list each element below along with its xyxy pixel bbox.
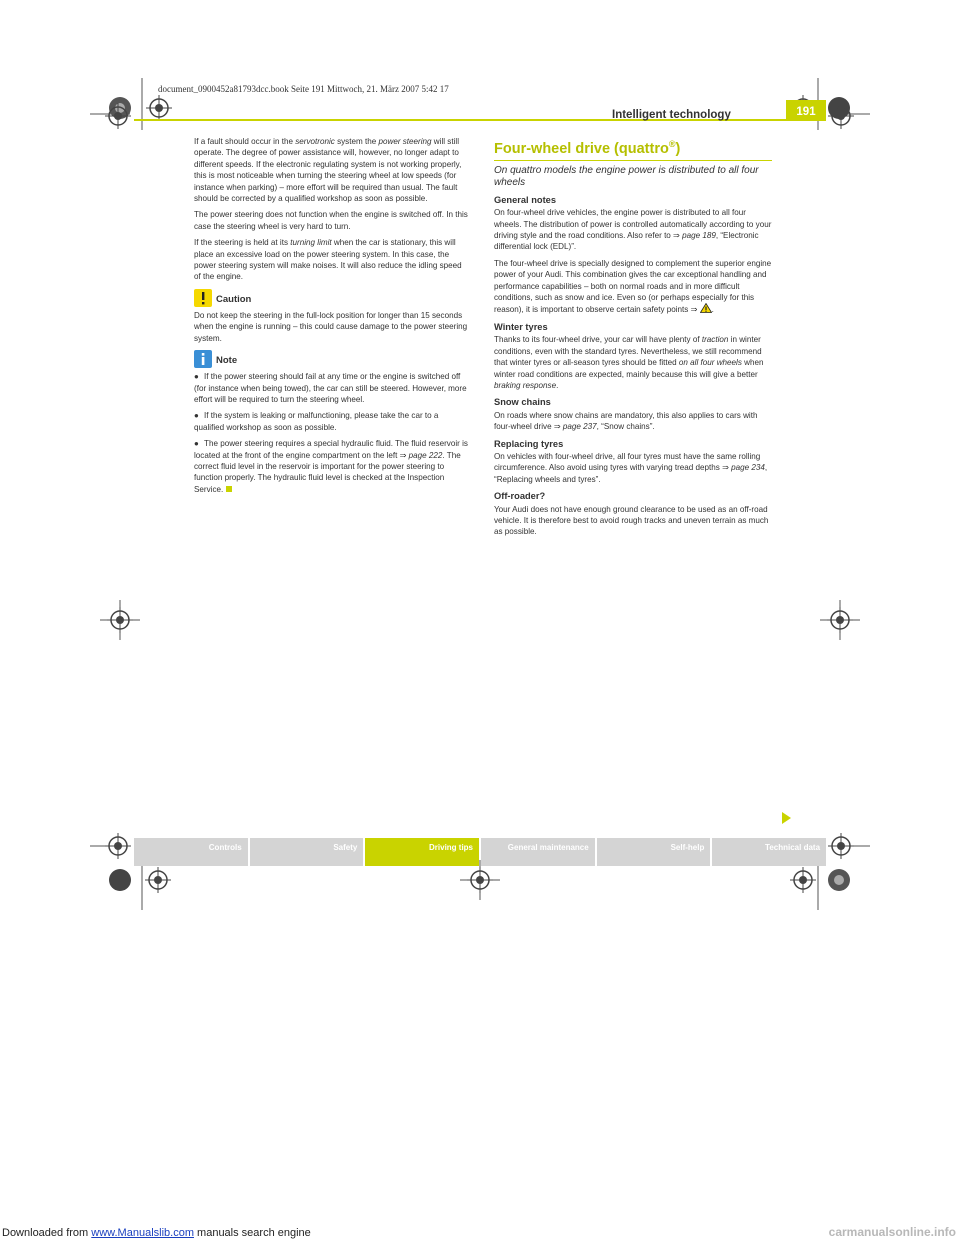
right-column: Four-wheel drive (quattro®) On quattro m… (494, 136, 772, 543)
crosshair-icon (146, 95, 172, 121)
paragraph: On roads where snow chains are mandatory… (494, 410, 758, 432)
section-end-icon (226, 485, 233, 492)
caution-text: Do not keep the steering in the full-loc… (194, 310, 468, 343)
page-number: 191 (786, 100, 826, 120)
tab-technical-data[interactable]: Technical data (712, 838, 827, 866)
note-item: ●If the power steering should fail at an… (194, 372, 467, 404)
paragraph: Thanks to its four-wheel drive, your car… (494, 335, 764, 390)
manualslib-link[interactable]: www.Manualslib.com (91, 1227, 194, 1239)
crosshair-icon (790, 867, 816, 893)
info-icon (194, 350, 212, 369)
tab-driving-tips[interactable]: Driving tips (365, 838, 480, 866)
crosshair-icon (828, 103, 854, 129)
subsection-heading: General notes (494, 194, 557, 205)
paragraph: On four-wheel drive vehicles, the engine… (494, 208, 772, 252)
crosshair-icon (145, 867, 171, 893)
footer: Downloaded from www.Manualslib.com manua… (0, 1224, 960, 1242)
crosshair-icon (105, 103, 131, 129)
watermark: carmanualsonline.info (828, 1225, 956, 1239)
paragraph: On vehicles with four-wheel drive, all f… (494, 451, 768, 484)
header-rule (134, 119, 826, 121)
bullet-icon: ● (194, 411, 199, 421)
crosshair-icon (105, 833, 131, 859)
chapter-tabs: Controls Safety Driving tips General mai… (134, 838, 827, 866)
bullet-icon: ● (194, 439, 199, 449)
continue-arrow-icon (782, 812, 791, 824)
registration-dot-icon (828, 97, 850, 119)
tab-controls[interactable]: Controls (134, 838, 248, 866)
section-subheading: On quattro models the engine power is di… (494, 164, 759, 188)
download-note: Downloaded from www.Manualslib.com manua… (2, 1227, 311, 1239)
heading-rule (494, 159, 772, 161)
subsection-heading: Replacing tyres (494, 438, 564, 449)
paragraph: If a fault should occur in the servotron… (194, 137, 462, 204)
left-column: If a fault should occur in the servotron… (194, 136, 470, 500)
file-info: document_0900452a81793dcc.book Seite 191… (158, 84, 449, 94)
caution-label: Caution (216, 293, 252, 305)
crosshair-icon (107, 607, 133, 633)
caution-heading: Caution (194, 288, 470, 307)
crosshair-icon (467, 867, 493, 893)
registration-mark-icon (828, 869, 850, 891)
subsection-heading: Off-roader? (494, 491, 546, 502)
note-heading: Note (194, 350, 470, 369)
warning-triangle-icon (699, 303, 712, 314)
paragraph: The four-wheel drive is specially design… (494, 258, 772, 315)
crosshair-icon (828, 833, 854, 859)
tab-safety[interactable]: Safety (249, 838, 364, 866)
registration-dot-icon (109, 869, 131, 891)
tab-self-help[interactable]: Self-help (596, 838, 711, 866)
page-title: Intelligent technology (612, 109, 731, 121)
note-item: ●The power steering requires a special h… (194, 439, 468, 494)
caution-icon (194, 288, 212, 307)
bullet-icon: ● (194, 372, 199, 382)
crosshair-icon (827, 607, 853, 633)
section-heading: Four-wheel drive (quattro®) (494, 139, 681, 157)
note-item: ●If the system is leaking or malfunction… (194, 411, 439, 432)
paragraph: If the steering is held at its turning l… (194, 238, 462, 282)
subsection-heading: Snow chains (494, 397, 551, 408)
paragraph: Your Audi does not have enough ground cl… (494, 504, 769, 537)
subsection-heading: Winter tyres (494, 321, 548, 332)
note-label: Note (216, 355, 238, 367)
tab-general-maintenance[interactable]: General maintenance (481, 838, 595, 866)
paragraph: The power steering does not function whe… (194, 210, 468, 231)
